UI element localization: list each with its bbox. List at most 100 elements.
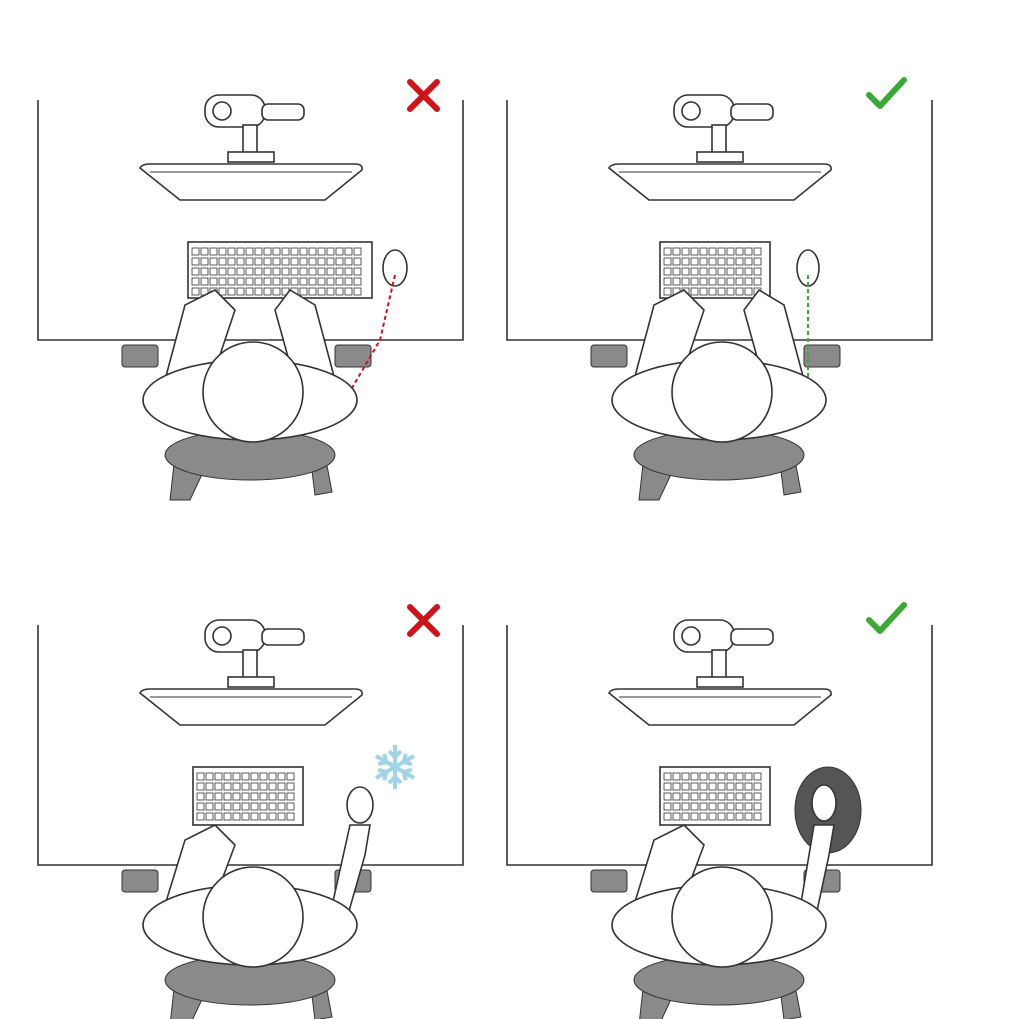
arm-post: [711, 649, 727, 679]
key: [205, 772, 214, 781]
key: [263, 247, 272, 256]
key: [717, 782, 726, 791]
key: [690, 277, 699, 286]
key: [690, 247, 699, 256]
key: [681, 277, 690, 286]
key: [299, 267, 308, 276]
key: [236, 257, 245, 266]
key: [200, 277, 209, 286]
key: [690, 812, 699, 821]
key: [717, 802, 726, 811]
key: [205, 812, 214, 821]
key: [663, 247, 672, 256]
key: [290, 267, 299, 276]
key: [663, 257, 672, 266]
keyboard: [659, 766, 771, 826]
key: [717, 277, 726, 286]
key: [699, 812, 708, 821]
key: [663, 277, 672, 286]
monitor-arm: [673, 619, 774, 688]
key: [214, 772, 223, 781]
key: [353, 267, 362, 276]
chair-armrest-left: [590, 869, 628, 893]
chair-armrest-right: [803, 344, 841, 368]
key: [753, 247, 762, 256]
key: [214, 802, 223, 811]
key: [735, 247, 744, 256]
key: [214, 782, 223, 791]
key: [326, 257, 335, 266]
chair-armrest-left: [121, 869, 159, 893]
desk: [37, 100, 464, 341]
key: [672, 802, 681, 811]
key: [281, 257, 290, 266]
key: [663, 792, 672, 801]
desk: [506, 625, 933, 866]
key: [672, 782, 681, 791]
key: [708, 247, 717, 256]
key: [744, 267, 753, 276]
key: [223, 812, 232, 821]
mouse: [382, 249, 408, 287]
key: [250, 812, 259, 821]
key: [663, 267, 672, 276]
key: [245, 247, 254, 256]
arm-post: [242, 649, 258, 679]
key: [277, 782, 286, 791]
panel-3-wrong: [37, 604, 464, 1019]
key: [744, 802, 753, 811]
key: [308, 267, 317, 276]
key: [196, 812, 205, 821]
key: [726, 257, 735, 266]
key: [708, 277, 717, 286]
key: [699, 277, 708, 286]
key: [223, 782, 232, 791]
key: [196, 772, 205, 781]
key: [232, 772, 241, 781]
key: [753, 802, 762, 811]
key: [690, 267, 699, 276]
key: [263, 257, 272, 266]
key: [232, 792, 241, 801]
key: [344, 277, 353, 286]
key: [681, 812, 690, 821]
arm-extension: [261, 103, 305, 121]
key: [250, 772, 259, 781]
keyboard: [659, 241, 771, 299]
key: [250, 802, 259, 811]
person: [142, 824, 371, 968]
key: [344, 267, 353, 276]
monitor: [138, 163, 363, 201]
key: [681, 257, 690, 266]
head: [202, 866, 304, 968]
arm-knob: [681, 626, 701, 646]
key: [335, 247, 344, 256]
key: [205, 782, 214, 791]
key: [699, 782, 708, 791]
key: [744, 287, 753, 296]
key: [681, 782, 690, 791]
key: [735, 792, 744, 801]
arm-extension: [730, 103, 774, 121]
key: [277, 792, 286, 801]
key: [672, 277, 681, 286]
key: [286, 812, 295, 821]
key: [286, 792, 295, 801]
office-chair: [121, 869, 372, 1019]
check-icon: [866, 77, 907, 109]
key: [726, 802, 735, 811]
key: [663, 812, 672, 821]
key: [735, 287, 744, 296]
key: [236, 277, 245, 286]
key: [308, 277, 317, 286]
key: [690, 782, 699, 791]
head: [671, 341, 773, 443]
key: [708, 287, 717, 296]
key: [753, 782, 762, 791]
key: [209, 257, 218, 266]
office-chair: [121, 344, 372, 501]
key: [286, 772, 295, 781]
key: [254, 267, 263, 276]
key: [726, 772, 735, 781]
key: [335, 287, 344, 296]
